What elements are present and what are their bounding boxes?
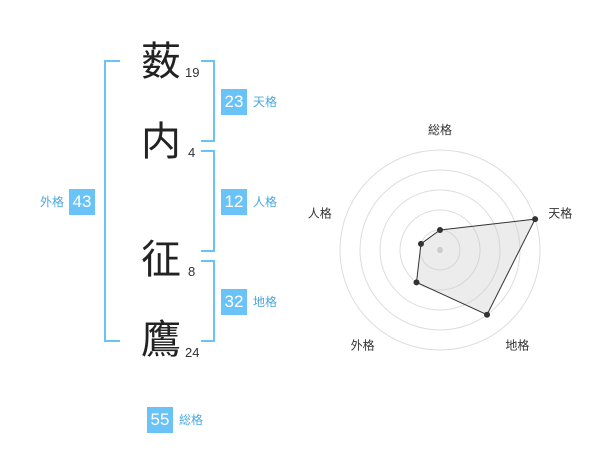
stroke-count-4: 24 xyxy=(185,345,200,360)
chikaku-label: 地格 xyxy=(253,295,278,309)
soukaku-value: 55 xyxy=(147,407,173,433)
tenkaku-label: 天格 xyxy=(253,95,278,109)
radar-data-point xyxy=(484,311,491,318)
radar-data-point xyxy=(532,216,539,223)
radar-grid-ring xyxy=(399,209,481,291)
jinkaku-value: 12 xyxy=(221,189,247,215)
radar-axis-label: 総格 xyxy=(428,122,452,137)
gaikaku-value: 43 xyxy=(69,189,96,215)
stroke-count-2: 4 xyxy=(188,145,196,160)
stroke-count-1: 19 xyxy=(185,65,200,80)
tenkaku-value: 23 xyxy=(221,89,247,115)
radar-grid-ring xyxy=(339,149,541,351)
radar-axis-label: 外格 xyxy=(351,337,375,352)
soukaku-badge: 55 総格 xyxy=(147,407,203,433)
chikaku-bracket xyxy=(201,260,215,342)
radar-data-point xyxy=(413,279,420,286)
tenkaku-bracket xyxy=(201,60,215,142)
radar-center-dot xyxy=(437,247,443,253)
radar-data-point xyxy=(437,227,443,233)
radar-axis-label: 人格 xyxy=(308,206,332,221)
name-char-1: 薮 xyxy=(141,39,181,85)
jinkaku-bracket xyxy=(201,150,215,252)
chikaku-value: 32 xyxy=(221,289,247,315)
radar-data-point xyxy=(417,240,424,247)
chikaku-badge: 32 地格 xyxy=(221,289,277,315)
jinkaku-badge: 12 人格 xyxy=(221,189,277,215)
stroke-count-3: 8 xyxy=(188,264,196,279)
radar-axis-label: 地格 xyxy=(505,337,529,352)
name-char-4: 鷹 xyxy=(141,317,181,363)
gaikaku-label: 外格 xyxy=(40,195,65,209)
soukaku-label: 総格 xyxy=(179,413,204,427)
gaikaku-bracket xyxy=(104,60,120,342)
jinkaku-label: 人格 xyxy=(253,195,278,209)
gaikaku-badge: 外格 43 xyxy=(40,189,96,215)
name-char-3: 征 xyxy=(141,237,181,283)
tenkaku-badge: 23 天格 xyxy=(221,89,277,115)
radar-axis-label: 天格 xyxy=(548,206,572,221)
radar-grid-ring xyxy=(379,189,501,311)
radar-series-area xyxy=(415,218,536,316)
name-char-2: 内 xyxy=(141,119,181,165)
